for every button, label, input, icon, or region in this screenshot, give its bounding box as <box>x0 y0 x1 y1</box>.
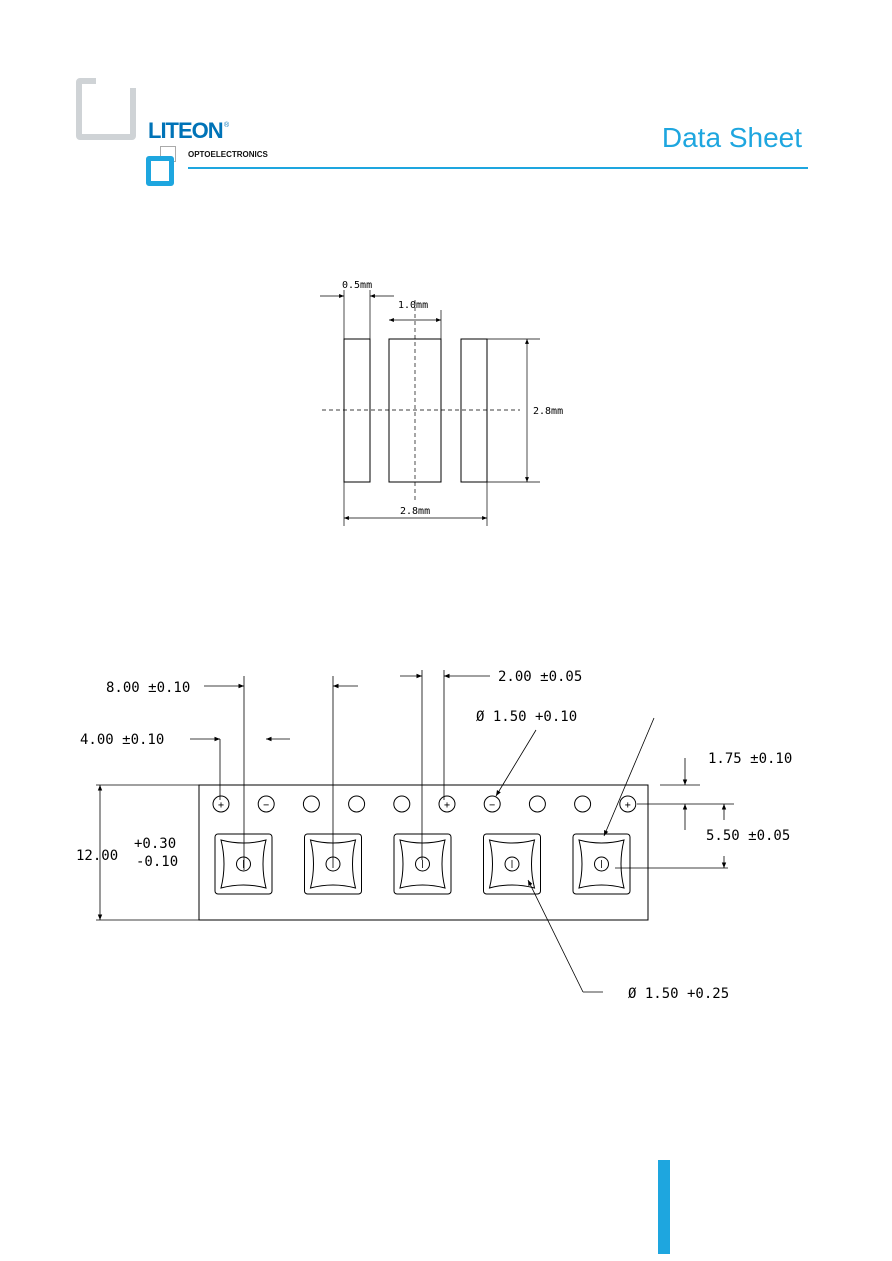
dim-pad-width: 0.5mm <box>342 280 372 291</box>
dim-width-tol-plus: +0.30 <box>134 836 176 852</box>
document-title: Data Sheet <box>661 122 802 153</box>
pad-left <box>343 338 371 483</box>
pad-group <box>320 290 540 526</box>
logo-blue-square <box>146 156 174 186</box>
sprocket-hole <box>393 795 411 813</box>
pocket-outline <box>393 833 452 895</box>
sprocket-hole <box>619 795 637 813</box>
pocket-hole <box>415 856 430 872</box>
page-accent-bar <box>658 1160 670 1254</box>
logo-grey-square <box>76 78 136 140</box>
hole-symbol: − <box>263 800 269 811</box>
pocket-hole <box>504 856 520 872</box>
sprocket-hole <box>574 795 592 813</box>
dim-sprocket-pitch: 4.00 ±0.10 <box>80 732 164 748</box>
dim-pocket-hole: Ø 1.50 +0.25 <box>628 986 729 1002</box>
registered-mark: ® <box>224 122 230 129</box>
dim-sprocket-hole: Ø 1.50 +0.10 <box>476 709 577 725</box>
pocket-outline <box>483 833 541 895</box>
component-pocket <box>214 833 273 895</box>
sprocket-hole <box>438 795 456 813</box>
dim-hole-to-pocket-center: 5.50 ±0.05 <box>706 828 790 844</box>
brand-name: LITEON <box>148 118 224 143</box>
component-pocket <box>393 833 452 895</box>
tape-outline <box>198 784 649 921</box>
sprocket-hole <box>302 795 320 813</box>
sprocket-hole <box>257 795 275 813</box>
pocket-cavity <box>309 839 357 889</box>
dim-pitch: 8.00 ±0.10 <box>106 680 190 696</box>
dim-tape-width: 12.00 <box>76 848 118 864</box>
carrier-tape: + − + − + <box>96 670 734 993</box>
hole-symbol: + <box>625 800 631 811</box>
pocket-cavity <box>220 839 267 889</box>
sprocket-hole <box>528 795 546 813</box>
pocket-outline <box>214 833 273 895</box>
dim-edge-to-hole: 1.75 ±0.10 <box>708 751 792 767</box>
pocket-cavity <box>578 839 625 889</box>
dim-hole-to-pocket: 2.00 ±0.05 <box>498 669 582 685</box>
pocket-outline <box>572 833 631 895</box>
brand-division: OPTOELECTRONICS <box>188 150 268 159</box>
sprocket-hole <box>348 795 366 813</box>
component-pocket <box>483 833 541 895</box>
pocket-cavity <box>399 839 446 889</box>
pocket-hole <box>236 856 251 872</box>
dim-total-width: 2.8mm <box>400 506 430 517</box>
pocket-cavity <box>488 839 536 889</box>
pad-right <box>460 338 488 483</box>
header-rule <box>188 167 808 169</box>
hole-symbol: + <box>444 800 450 811</box>
dim-width-tol-minus: -0.10 <box>136 854 178 870</box>
dim-height: 2.8mm <box>533 406 563 417</box>
sprocket-hole <box>483 795 501 813</box>
sprocket-hole <box>212 795 230 813</box>
dim-center-width: 1.0mm <box>398 300 428 311</box>
hole-symbol: + <box>218 800 224 811</box>
hole-symbol: − <box>489 800 495 811</box>
pad-center <box>388 338 442 483</box>
pocket-hole <box>594 856 609 872</box>
component-pocket <box>572 833 631 895</box>
